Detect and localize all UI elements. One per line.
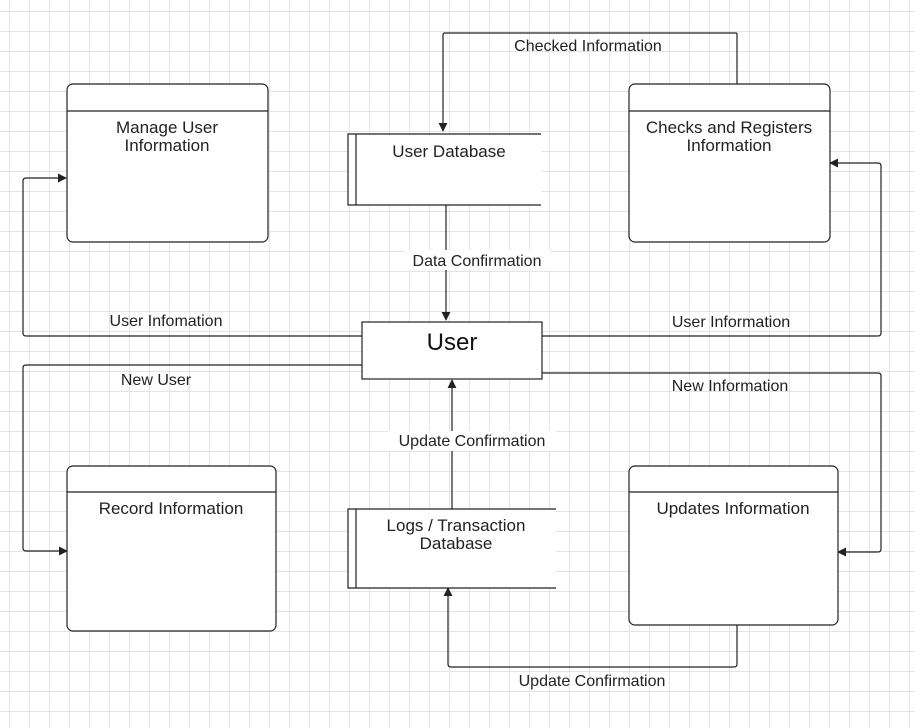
datastore-logs-label-2: Database bbox=[420, 534, 493, 553]
flow-label-update-confirmation-center: Update Confirmation bbox=[399, 433, 546, 450]
edge-user-information bbox=[542, 158, 882, 337]
process-record-label: Record Information bbox=[99, 499, 244, 518]
flow-label-user-infomation: User Infomation bbox=[110, 313, 223, 330]
flow-label-new-information: New Information bbox=[672, 378, 789, 395]
edge-new-information bbox=[542, 372, 882, 557]
datastore-logs-label-1: Logs / Transaction bbox=[387, 516, 526, 535]
edge-new-user bbox=[22, 364, 362, 556]
edge-user-infomation bbox=[22, 173, 362, 337]
process-manage-user-information[interactable]: Manage User Information bbox=[66, 83, 269, 243]
process-updates-label: Updates Information bbox=[656, 499, 809, 518]
entity-user-label: User bbox=[427, 329, 478, 356]
entity-user[interactable]: User bbox=[361, 321, 543, 380]
process-checks-registers-information[interactable]: Checks and Registers Information bbox=[628, 83, 831, 243]
process-record-information[interactable]: Record Information bbox=[66, 465, 277, 632]
process-updates-information[interactable]: Updates Information bbox=[628, 465, 839, 626]
edge-update-confirmation-bottom bbox=[443, 587, 738, 668]
edge-checked-information bbox=[438, 32, 738, 132]
process-checks-label-1: Checks and Registers bbox=[646, 118, 812, 137]
datastore-user-database-label: User Database bbox=[392, 142, 505, 161]
process-manage-user-label-1: Manage User bbox=[116, 118, 218, 137]
flow-label-user-information: User Information bbox=[672, 314, 790, 331]
flow-label-data-confirmation: Data Confirmation bbox=[413, 253, 542, 270]
datastore-user-database[interactable]: User Database bbox=[347, 133, 541, 206]
process-manage-user-label-2: Information bbox=[124, 136, 209, 155]
flow-label-new-user: New User bbox=[121, 372, 192, 389]
flow-label-update-confirmation-bottom: Update Confirmation bbox=[519, 673, 666, 690]
datastore-logs-transaction-database[interactable]: Logs / Transaction Database bbox=[347, 508, 556, 589]
process-checks-label-2: Information bbox=[686, 136, 771, 155]
flow-label-checked-information: Checked Information bbox=[514, 38, 662, 55]
